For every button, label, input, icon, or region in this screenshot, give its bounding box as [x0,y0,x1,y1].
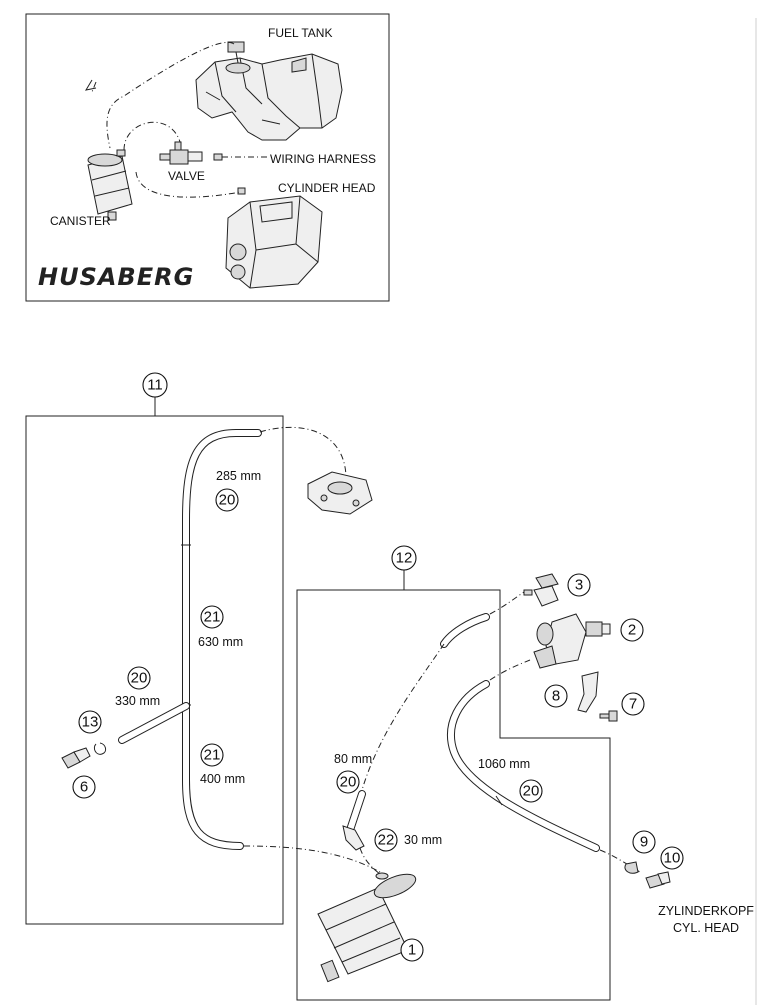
svg-text:20: 20 [340,774,357,791]
callout-13 [78,710,102,734]
svg-text:9: 9 [640,834,648,851]
svg-text:7: 7 [629,696,637,713]
length-330: 330 mm [115,694,160,708]
svg-text:21: 21 [204,747,221,764]
svg-text:3: 3 [575,577,583,594]
overview-inset: FUEL TANK WIRING HARNESS VALVE CYLINDER … [25,13,390,302]
callout-6 [72,775,96,799]
callout-group-11-text: 11 [147,377,163,394]
link-to-part-3 [489,591,525,615]
callout-2 [620,618,644,642]
length-630: 630 mm [198,635,243,649]
label-cyl-head: CYL. HEAD [673,921,739,935]
length-30: 30 mm [404,833,442,847]
valve-illustration [159,141,223,165]
svg-text:20: 20 [131,670,148,687]
hose-top-link [361,643,445,791]
canister-illustration [87,149,133,221]
svg-text:22: 22 [378,832,395,849]
svg-text:2: 2 [628,622,636,639]
label-cylinder-head: CYLINDER HEAD [278,181,376,195]
callout-9 [632,830,656,854]
length-1060: 1060 mm [478,757,530,771]
inset-arrow [84,79,97,91]
callout-1 [400,938,424,962]
group-11: 11 285 mm 20 21 630 mm [25,372,373,925]
inset-hose-valve-head [135,171,241,198]
link-elbow-canister [359,847,381,875]
callout-8 [544,684,568,708]
callout-3 [567,573,591,597]
svg-text:1: 1 [408,942,416,959]
callout-7 [621,692,645,716]
svg-text:12: 12 [396,550,413,567]
label-fuel-tank: FUEL TANK [268,26,332,40]
svg-text:20: 20 [219,492,236,509]
svg-text:10: 10 [664,850,681,867]
label-valve: VALVE [168,169,205,183]
svg-text:6: 6 [80,779,88,796]
group-12: 12 80 mm 20 22 30 mm 1060 mm [296,545,641,1001]
inset-hose-canister-valve [123,121,181,151]
callout-22 [374,828,398,852]
length-80: 80 mm [334,752,372,766]
callout-group-11 [142,372,168,398]
callout-20-d [519,779,543,803]
screw-7 [599,710,618,722]
inset-hose-tank-canister [106,41,235,149]
callout-10 [660,846,684,870]
length-400: 400 mm [200,772,245,786]
svg-text:21: 21 [204,609,221,626]
link-to-tank-cap [259,426,347,477]
callout-21-b [200,743,224,767]
group-12-frame [296,589,611,1001]
callout-20-b [127,666,151,690]
label-wiring-harness: WIRING HARNESS [270,152,376,166]
length-285: 285 mm [216,469,261,483]
connector-3 [523,573,559,607]
svg-text:8: 8 [552,688,560,705]
clamp-13 [93,742,107,755]
nipple-10 [645,871,671,889]
label-canister: CANISTER [50,214,111,228]
inset-hose-end [91,81,97,93]
callout-21-a [200,605,224,629]
canister-1 [317,872,417,983]
callout-group-12 [391,545,417,571]
link-to-canister [243,845,391,879]
elbow-22 [342,825,365,851]
tank-cap [307,471,373,515]
hose-1060-joint [495,795,503,806]
label-zylinderkopf: ZYLINDERKOPF [658,904,754,918]
logo-box [36,262,134,290]
valve-2 [533,613,611,669]
fitting-6 [61,747,91,769]
callout-20-c [336,770,360,794]
clamp-9 [624,861,639,874]
fuel-tank-illustration [195,41,343,141]
svg-text:20: 20 [523,783,540,800]
svg-text:13: 13 [82,714,99,731]
cylinder-head-illustration [225,187,323,289]
bracket-8 [577,671,599,713]
link-to-valve-2 [489,659,531,681]
inset-frame [25,13,390,302]
group-11-frame [25,415,284,925]
husaberg-logo: HUSABERG [38,263,194,291]
callout-20-a [215,488,239,512]
